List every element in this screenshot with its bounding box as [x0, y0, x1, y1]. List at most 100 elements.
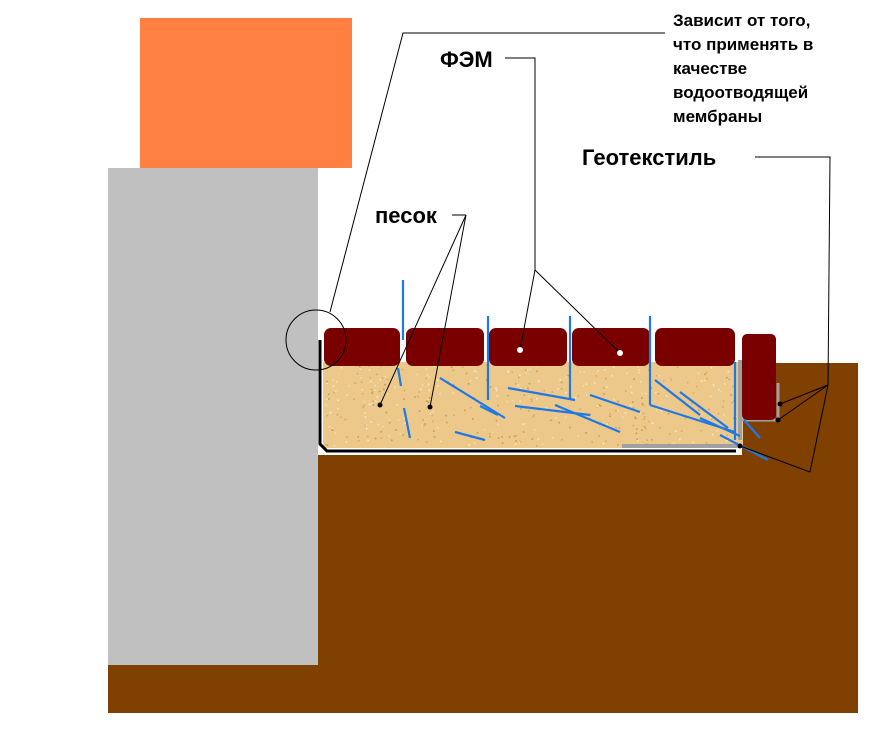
- sand-grain: [363, 404, 365, 407]
- sand-grain: [368, 403, 370, 406]
- sand-grain: [328, 426, 331, 428]
- sand-grain: [375, 400, 377, 402]
- sand-grain: [691, 402, 693, 405]
- sand-grain: [668, 433, 671, 435]
- sand-grain: [601, 422, 604, 425]
- sand-grain: [358, 440, 360, 442]
- sand-grain: [611, 375, 613, 377]
- sand-grain: [536, 397, 538, 400]
- sand-grain: [621, 416, 624, 418]
- paving-block: [572, 328, 650, 366]
- sand-grain: [326, 382, 328, 385]
- sand-grain: [594, 382, 596, 384]
- sand-grain: [492, 431, 494, 434]
- sand-grain: [423, 424, 425, 427]
- marker-dots: [377, 347, 783, 449]
- sand-grain: [425, 368, 428, 370]
- sand-grain: [333, 391, 335, 394]
- sand-grain: [696, 385, 698, 388]
- sand-grain: [686, 381, 689, 384]
- sand-grain: [433, 430, 435, 432]
- sand-grain: [680, 430, 683, 432]
- sand-grain: [374, 384, 376, 387]
- sand-grain: [617, 400, 619, 403]
- sand-grain: [450, 366, 453, 368]
- fem-marker-dot: [617, 350, 623, 356]
- sand-grain: [583, 371, 585, 373]
- sand-grain: [636, 438, 638, 440]
- sand-grain: [597, 370, 599, 372]
- sand-grain: [552, 436, 554, 439]
- sand-grain: [470, 380, 472, 382]
- sand-grain: [541, 409, 543, 412]
- paving-block: [655, 328, 735, 366]
- sand-grain: [397, 419, 400, 421]
- sand-grain: [615, 409, 617, 412]
- sand-grain: [659, 426, 661, 429]
- sand-grain: [428, 376, 430, 378]
- sand-grain: [543, 389, 546, 392]
- sand-grain: [516, 376, 519, 379]
- sand-grain: [432, 411, 434, 413]
- sand-grain: [642, 412, 645, 415]
- sand-grain: [710, 418, 713, 421]
- sand-grain: [515, 440, 517, 442]
- sand-grain: [340, 366, 343, 369]
- sand-grain: [424, 423, 426, 425]
- sand-grain: [528, 410, 530, 412]
- sand-grain: [332, 379, 335, 381]
- sand-grain: [607, 422, 609, 424]
- sand-grain: [476, 432, 479, 434]
- sand-grain: [606, 386, 608, 388]
- sand-grain: [515, 382, 517, 385]
- sand-grain: [613, 398, 615, 401]
- sand-grain: [595, 375, 597, 377]
- sand-grain: [722, 406, 724, 408]
- sand-grain: [616, 409, 618, 412]
- sand-grain: [399, 433, 402, 435]
- sand-texture: [325, 364, 740, 447]
- sand-grain: [497, 437, 500, 439]
- sand-grain: [362, 406, 364, 409]
- sand-grain: [577, 395, 580, 398]
- sand-grain: [603, 393, 605, 395]
- sand-grain: [429, 412, 431, 415]
- sand-grain: [537, 380, 540, 383]
- sand-grain: [353, 398, 355, 400]
- sand-grain: [364, 416, 367, 418]
- sand-grain: [453, 414, 455, 417]
- sand-grain: [726, 376, 728, 379]
- sand-grain: [541, 443, 544, 446]
- sand-grain: [388, 418, 390, 421]
- sand-grain: [370, 403, 372, 405]
- sand-grain: [648, 420, 650, 423]
- sand-grain: [630, 385, 632, 388]
- sand-grain: [422, 419, 424, 421]
- fem-marker-dot: [517, 347, 523, 353]
- sand-grain: [364, 412, 366, 414]
- sand-grain: [467, 383, 470, 385]
- sand-grain: [559, 379, 562, 381]
- sand-grain: [574, 396, 577, 399]
- sand-grain: [524, 369, 527, 371]
- soil-ground: [108, 363, 858, 713]
- sand-grain: [651, 422, 654, 425]
- sand-grain: [518, 441, 521, 444]
- sand-grain: [726, 434, 728, 436]
- sand-grain: [609, 415, 611, 418]
- sand-grain: [564, 416, 567, 419]
- sand-grain: [700, 380, 703, 382]
- sand-grain: [589, 413, 591, 416]
- sand-grain: [428, 389, 430, 392]
- sand-grain: [372, 404, 375, 406]
- sand-grain: [537, 438, 540, 440]
- sand-grain: [497, 423, 499, 426]
- sand-grain: [414, 396, 416, 398]
- sand-grain: [447, 380, 449, 383]
- sand-grain: [366, 427, 368, 430]
- sand-grain: [528, 382, 531, 385]
- sand-grain: [469, 406, 472, 409]
- sand-grain: [511, 400, 514, 402]
- geotextile-leader-line: [755, 156, 831, 405]
- sand-grain: [629, 404, 632, 406]
